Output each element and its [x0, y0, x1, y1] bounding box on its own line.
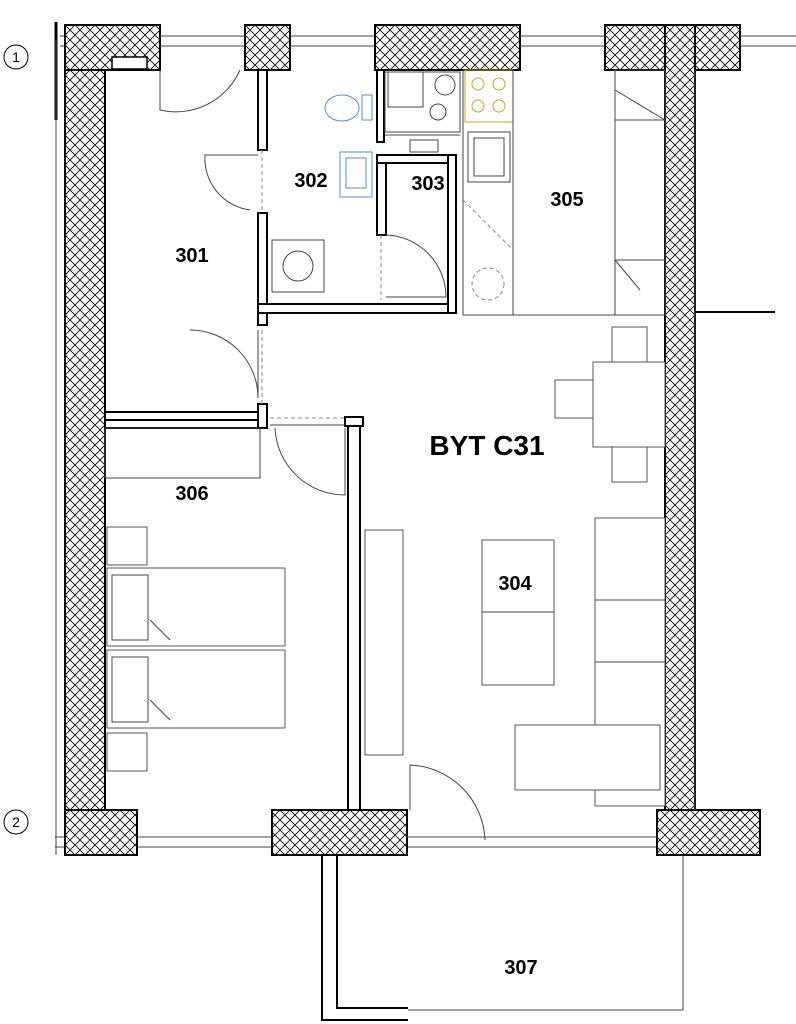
axis-label-1: 1 [12, 49, 20, 65]
balcony [321, 855, 684, 1021]
room-label-303: 303 [411, 173, 444, 195]
room-label-302: 302 [294, 170, 327, 192]
room-label-305: 305 [550, 189, 583, 211]
axis-marker-1: 1 [3, 44, 29, 70]
axis-marker-2: 2 [3, 809, 29, 835]
room-label-306: 306 [175, 483, 208, 505]
room-label-304: 304 [498, 573, 532, 595]
dining-table [592, 361, 666, 448]
bathroom-fixtures [271, 71, 461, 293]
bed-1 [106, 567, 286, 647]
interior-walls [104, 69, 457, 811]
axis-label-2: 2 [12, 814, 20, 830]
windows [111, 35, 657, 838]
tv-cabinet [364, 529, 404, 756]
kitchen-fixtures [462, 69, 666, 316]
washer-icon [271, 239, 325, 293]
toilet-icon [324, 94, 360, 122]
stove-icon [464, 69, 514, 123]
bedroom-furniture [104, 427, 286, 772]
sink-icon [339, 151, 373, 198]
room-label-307: 307 [504, 957, 537, 979]
apartment-title: BYT C31 [429, 430, 544, 461]
living-room-furniture [364, 326, 666, 807]
doors [159, 69, 486, 841]
exterior-walls [64, 24, 761, 856]
room-label-301: 301 [175, 245, 208, 267]
kitchen-sink-icon [467, 131, 511, 183]
bed-2 [106, 649, 286, 729]
